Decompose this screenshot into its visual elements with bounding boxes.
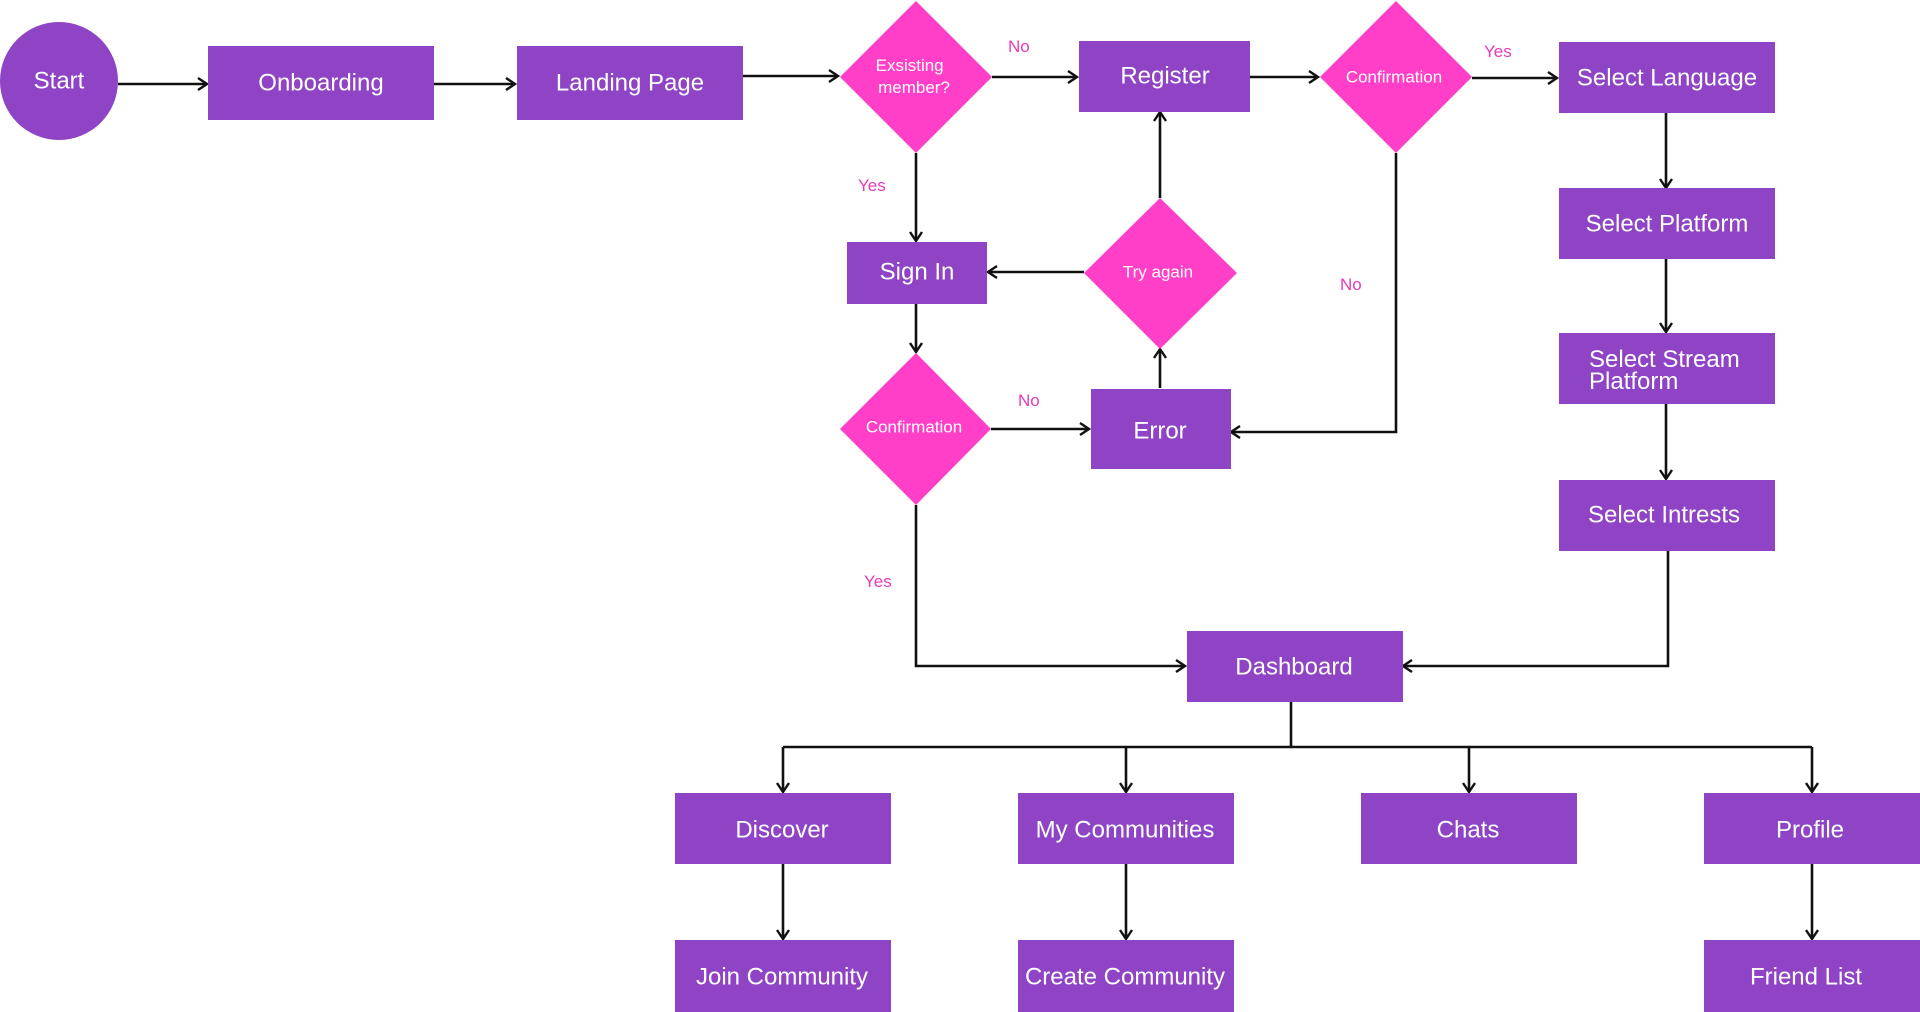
try-again-label: Try again <box>1123 263 1193 282</box>
edge-confirmation-dashboard <box>914 505 1185 666</box>
decision-try-again: Try again <box>1084 198 1237 349</box>
select-stream-platform-line-2: Platform <box>1589 368 1678 395</box>
node-register: Register <box>1079 41 1250 112</box>
existing-member-line-1: Exsisting <box>876 56 944 75</box>
node-chats: Chats <box>1361 793 1577 864</box>
node-onboarding: Onboarding <box>208 46 434 120</box>
confirmation-register-label: Confirmation <box>1346 68 1442 87</box>
sign-in-label: Sign In <box>880 259 955 286</box>
node-discover: Discover <box>675 793 891 864</box>
decision-existing-member: Exsisting member? <box>840 1 992 153</box>
edge-label-existing-yes: Yes <box>858 176 886 195</box>
node-select-interests: Select Intrests <box>1559 480 1775 551</box>
chats-label: Chats <box>1437 817 1500 844</box>
edge-labels: No Yes Yes No No Yes <box>858 37 1512 591</box>
dashboard-label: Dashboard <box>1235 654 1352 681</box>
node-landing-page: Landing Page <box>517 46 743 120</box>
node-join-community: Join Community <box>675 940 891 1012</box>
discover-label: Discover <box>735 817 828 844</box>
edge-label-existing-no: No <box>1008 37 1030 56</box>
node-error: Error <box>1091 389 1231 469</box>
node-create-community: Create Community <box>1018 940 1234 1012</box>
select-platform-label: Select Platform <box>1586 211 1749 238</box>
node-select-platform: Select Platform <box>1559 188 1775 259</box>
select-language-label: Select Language <box>1577 65 1757 92</box>
edge-label-signin-confirm-yes: Yes <box>864 572 892 591</box>
start-label: Start <box>34 68 85 95</box>
node-select-stream-platform: Select Stream Platform <box>1559 333 1775 404</box>
start-circle <box>0 22 118 140</box>
decision-confirmation-register: Confirmation <box>1320 1 1472 153</box>
edge-label-signin-confirm-no: No <box>1018 391 1040 410</box>
confirmation-signin-label: Confirmation <box>866 418 962 437</box>
error-label: Error <box>1133 418 1186 445</box>
edge-register-confirmation-no-error <box>1231 153 1398 432</box>
existing-member-label: Exsisting member? <box>876 56 950 97</box>
create-community-label: Create Community <box>1025 964 1225 991</box>
node-dashboard: Dashboard <box>1187 631 1403 702</box>
profile-label: Profile <box>1776 817 1844 844</box>
edges <box>118 76 1812 939</box>
friend-list-label: Friend List <box>1750 964 1862 991</box>
join-community-label: Join Community <box>696 964 868 991</box>
register-label: Register <box>1120 63 1209 90</box>
edge-interests-dashboard <box>1403 550 1670 666</box>
node-my-communities: My Communities <box>1018 793 1234 864</box>
decision-confirmation-signin: Confirmation <box>840 353 991 505</box>
existing-member-line-2: member? <box>878 78 950 97</box>
node-friend-list: Friend List <box>1704 940 1920 1012</box>
edge-label-register-confirm-yes: Yes <box>1484 42 1512 61</box>
my-communities-label: My Communities <box>1036 817 1215 844</box>
start-node: Start <box>0 22 118 140</box>
node-sign-in: Sign In <box>847 242 987 304</box>
edge-label-register-confirm-no: No <box>1340 275 1362 294</box>
onboarding-label: Onboarding <box>258 70 383 97</box>
landing-page-label: Landing Page <box>556 70 704 97</box>
node-select-language: Select Language <box>1559 42 1775 113</box>
select-stream-platform-line-1: Select Stream <box>1589 346 1740 373</box>
select-stream-platform-label: Select Stream Platform <box>1589 346 1746 395</box>
node-profile: Profile <box>1704 793 1920 864</box>
select-interests-label: Select Intrests <box>1588 502 1740 529</box>
